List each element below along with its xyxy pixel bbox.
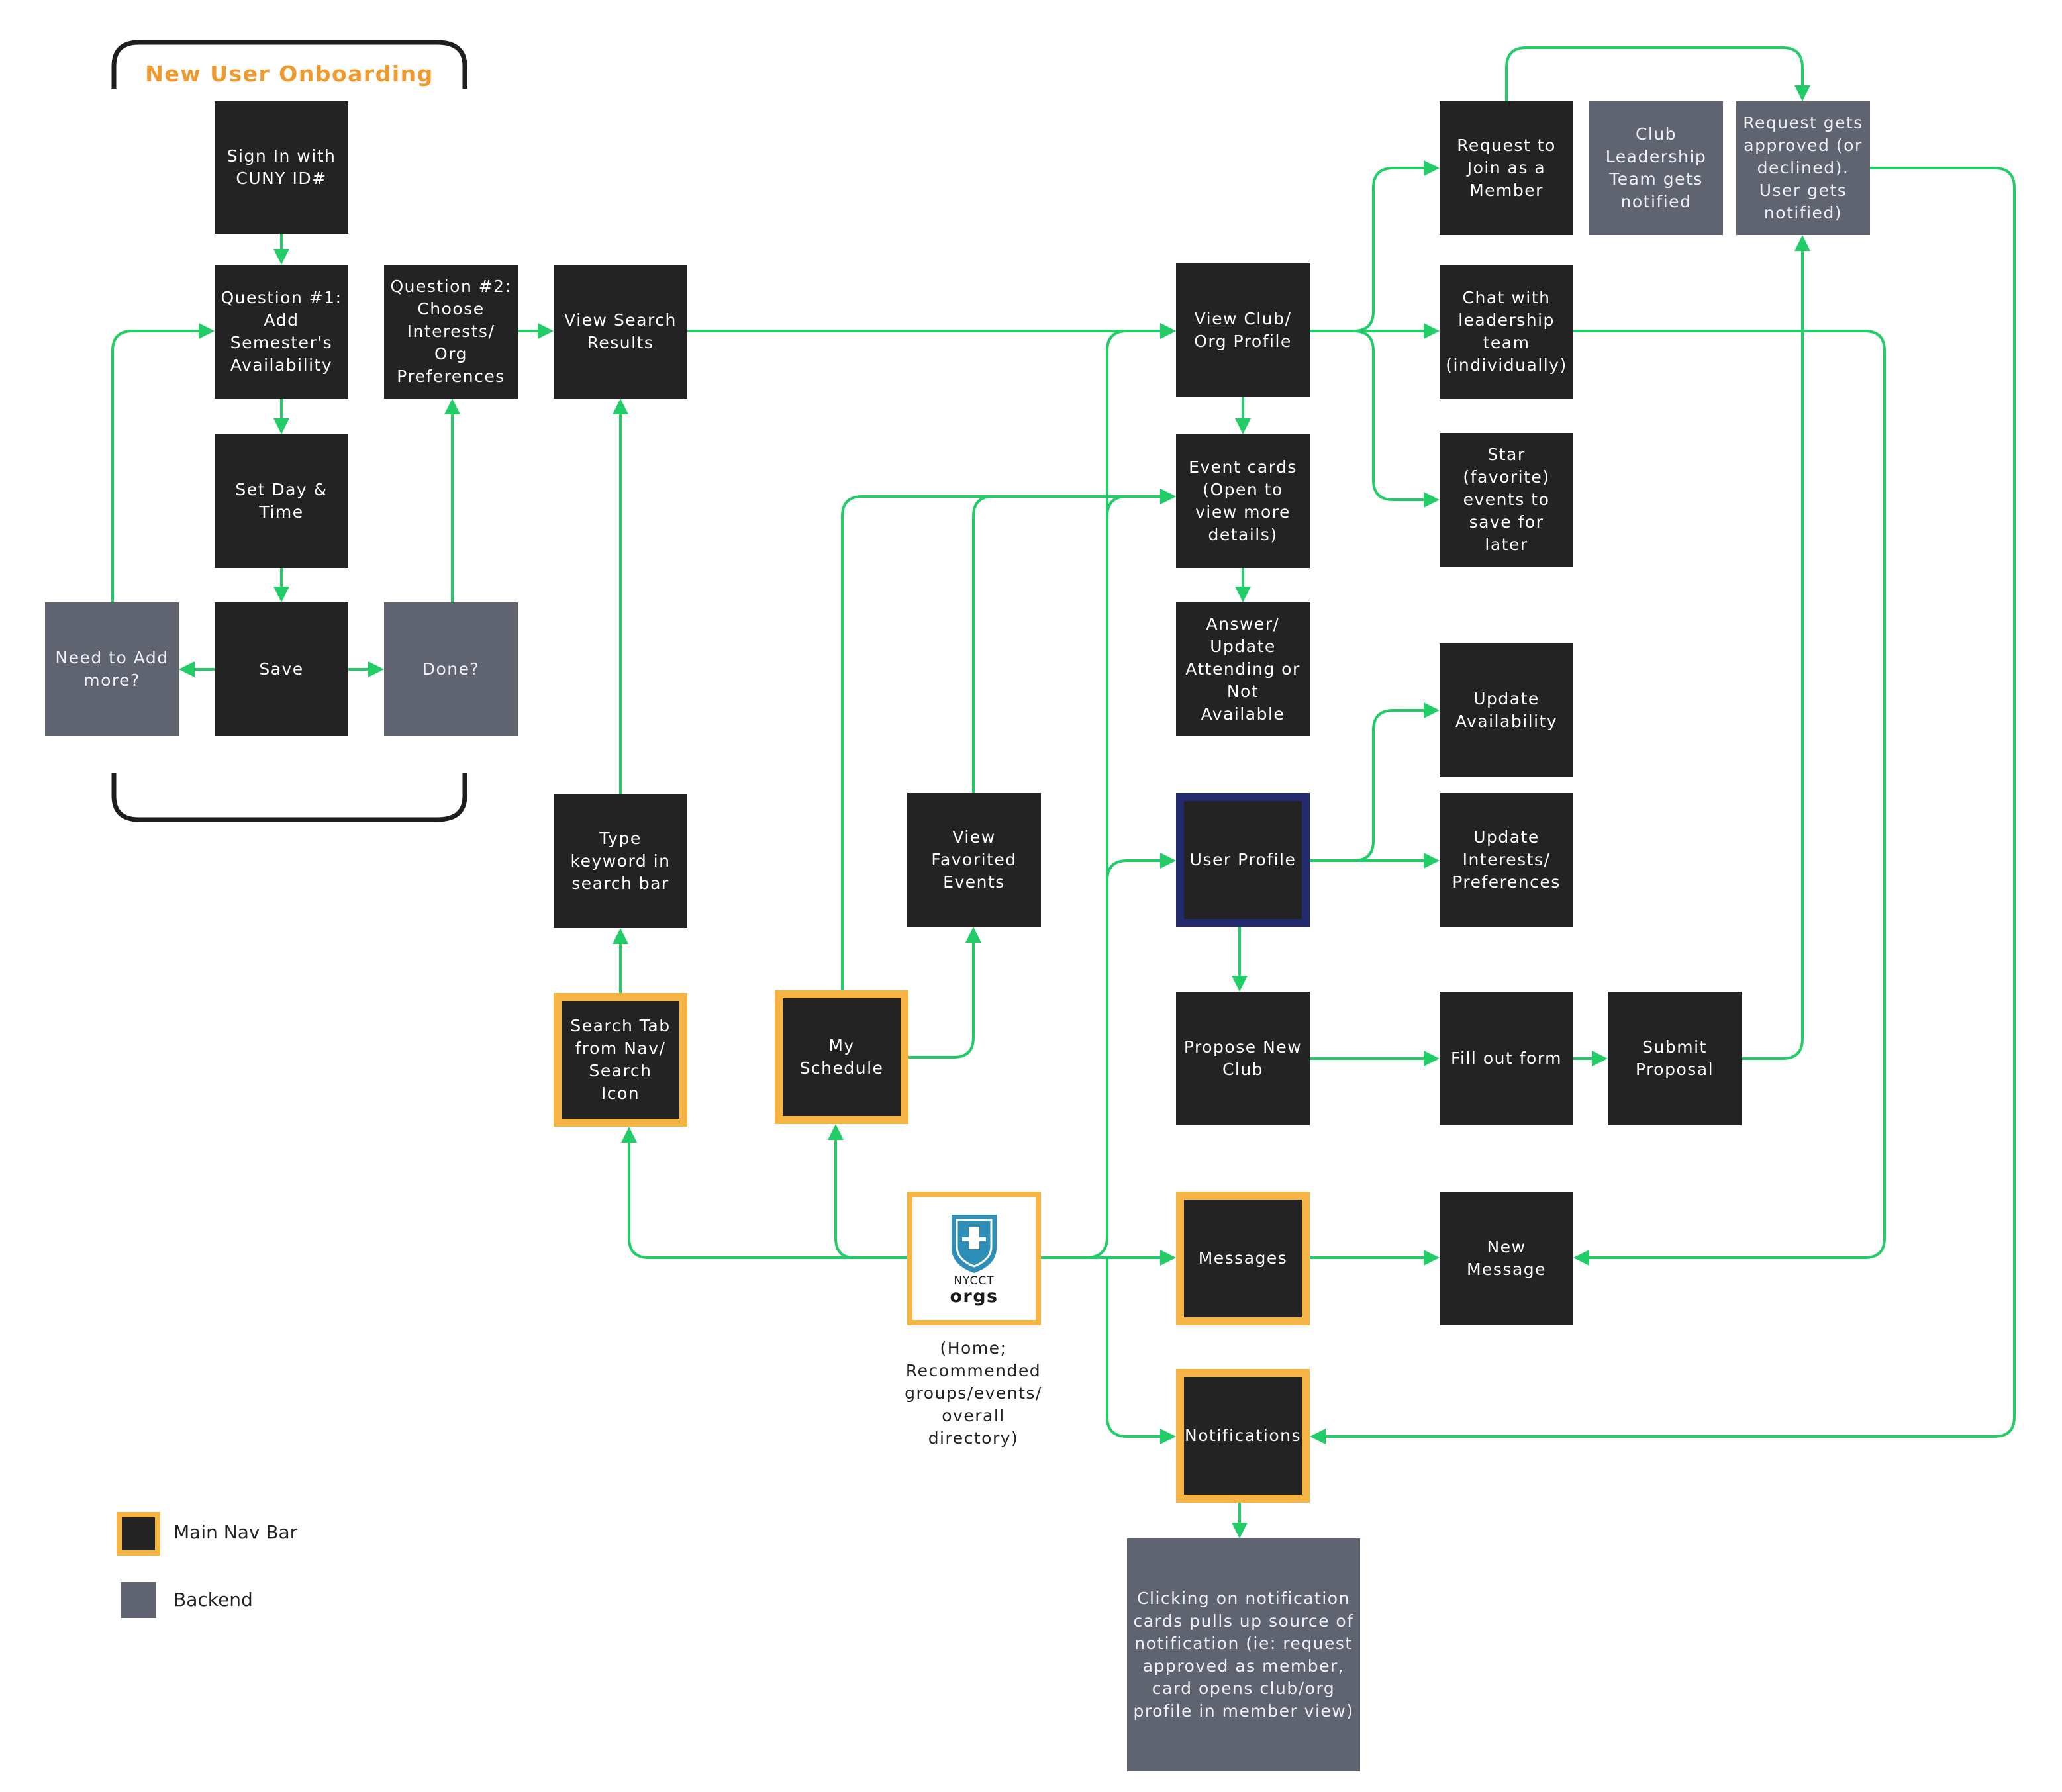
type-keyword-node[interactable]: Type keyword in search bar (554, 794, 687, 928)
view-club-profile-node[interactable]: View Club/ Org Profile (1176, 263, 1310, 397)
legend-main-nav-swatch (117, 1512, 160, 1556)
home-logo-line2: orgs (950, 1286, 999, 1307)
connector-club-to-request (1310, 160, 1440, 332)
connector-request-to-approved (1505, 46, 1810, 101)
notifications-node[interactable]: Notifications (1176, 1369, 1310, 1503)
legend-backend-label: Backend (173, 1589, 253, 1611)
question2-node[interactable]: Question #2: Choose Interests/ Org Prefe… (384, 265, 518, 399)
user-profile-node[interactable]: User Profile (1176, 793, 1310, 927)
answer-update-node[interactable]: Answer/ Update Attending or Not Availabl… (1176, 602, 1310, 736)
propose-club-node[interactable]: Propose New Club (1176, 992, 1310, 1125)
question1-node[interactable]: Question #1: Add Semester's Availability (215, 265, 348, 399)
update-interests-node[interactable]: Update Interests/ Preferences (1440, 793, 1573, 927)
done-node[interactable]: Done? (384, 602, 518, 736)
set-day-time-node[interactable]: Set Day & Time (215, 434, 348, 568)
home-logo-line1: NYCCT (954, 1274, 995, 1288)
onboarding-title: New User Onboarding (145, 61, 434, 87)
legend-backend-swatch (121, 1582, 156, 1618)
request-join-node[interactable]: Request to Join as a Member (1440, 101, 1573, 235)
need-more-node[interactable]: Need to Add more? (45, 602, 179, 736)
notification-note-node: Clicking on notification cards pulls up … (1127, 1538, 1360, 1771)
chat-leadership-node[interactable]: Chat with leadership team (individually) (1440, 265, 1573, 399)
my-schedule-node[interactable]: My Schedule (775, 990, 908, 1124)
view-favorited-node[interactable]: View Favorited Events (907, 793, 1041, 927)
connector-home-to-club (1041, 323, 1176, 1259)
star-events-node[interactable]: Star (favorite) events to save for later (1440, 433, 1573, 567)
search-tab-node[interactable]: Search Tab from Nav/ Search Icon (554, 993, 687, 1127)
connector-home-to-profile (1106, 853, 1176, 881)
college-shield-icon (952, 1215, 997, 1273)
onboarding-bracket-top (111, 40, 467, 89)
event-cards-node[interactable]: Event cards (Open to view more details) (1176, 434, 1310, 568)
home-caption: (Home; Recommended groups/events/ overal… (905, 1339, 1042, 1448)
save-node[interactable]: Save (215, 602, 348, 736)
request-approved-node: Request gets approved (or declined). Use… (1736, 101, 1870, 235)
connector-need-more-to-q1 (111, 323, 215, 602)
connector-schedule-to-events (841, 489, 1176, 990)
connector-home-to-search-tab (621, 1127, 907, 1259)
connector-approved-to-notifications (1310, 167, 2016, 1444)
connector-home-to-schedule (828, 1124, 907, 1259)
update-availability-node[interactable]: Update Availability (1440, 643, 1573, 777)
messages-node[interactable]: Messages (1176, 1192, 1310, 1325)
connector-club-to-star (1310, 330, 1440, 508)
sign-in-node[interactable]: Sign In with CUNY ID# (215, 101, 348, 234)
connector-chat-to-new-message (1573, 330, 1886, 1266)
connector-profile-to-availability (1310, 702, 1440, 862)
view-search-results-node[interactable]: View Search Results (554, 265, 687, 399)
connector-submit-to-approved (1742, 235, 1810, 1060)
submit-proposal-node[interactable]: Submit Proposal (1608, 992, 1742, 1125)
connector-favorited-to-events (972, 489, 1176, 793)
fill-form-node[interactable]: Fill out form (1440, 992, 1573, 1125)
legend-main-nav-label: Main Nav Bar (173, 1521, 298, 1543)
connector-home-to-notifications (1106, 1258, 1176, 1444)
leadership-notified-node: Club Leadership Team gets notified (1589, 101, 1723, 235)
home-logo-node[interactable]: NYCCT orgs (907, 1192, 1041, 1325)
new-message-node[interactable]: New Message (1440, 1192, 1573, 1325)
connector-schedule-to-favorited (908, 927, 981, 1059)
connector-home-to-events (1106, 489, 1176, 530)
onboarding-bracket-bottom (111, 773, 467, 822)
